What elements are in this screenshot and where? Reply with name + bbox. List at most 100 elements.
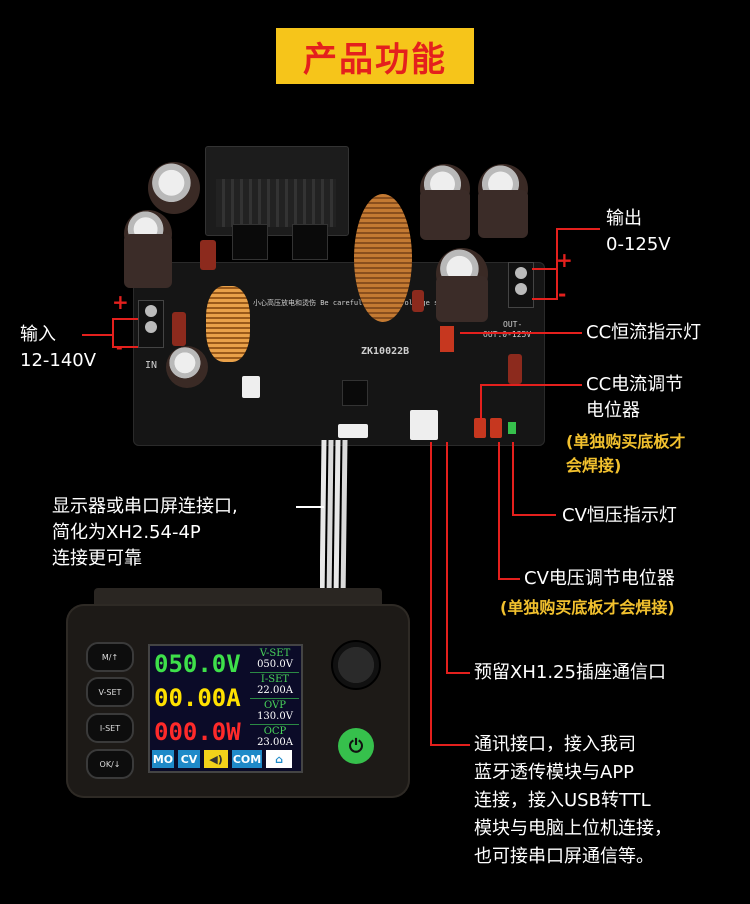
- cc-note-2: 会焊接): [566, 456, 622, 475]
- input-range: 12-140V: [20, 350, 97, 371]
- input-plus-mark: +: [112, 290, 129, 314]
- ovp-block: OVP 130.0V: [252, 700, 298, 722]
- output-plus-mark: +: [556, 248, 573, 272]
- small-connector: [242, 376, 260, 398]
- callout-line: [296, 506, 324, 508]
- callout-line: [112, 318, 114, 348]
- cc-indicator-led: [440, 326, 454, 352]
- comm-label-2: 蓝牙透传模块与APP: [474, 762, 635, 783]
- cc-pot-label-2: 电位器: [586, 400, 640, 421]
- callout-line: [498, 578, 520, 580]
- ocp-value: 23.00A: [257, 737, 293, 748]
- divider: [250, 672, 299, 673]
- page-title: 产品功能: [303, 39, 447, 80]
- output-title: 输出: [606, 208, 642, 229]
- board-out-range: OUT:0-125V: [483, 330, 532, 339]
- input-terminal: [138, 300, 164, 348]
- callout-line: [430, 442, 432, 746]
- callout-line: [512, 514, 556, 516]
- lock-icon: ⌂: [266, 750, 292, 768]
- comm-label-4: 模块与电脑上位机连接，: [474, 818, 672, 839]
- ocp-label: OCP: [263, 726, 287, 737]
- callout-line: [446, 672, 470, 674]
- power-readout: 000.0W: [154, 718, 241, 746]
- xh125-connector: [410, 410, 438, 440]
- vset-value: 050.0V: [257, 659, 293, 670]
- callout-line: [460, 332, 582, 334]
- v-set-button[interactable]: V-SET: [86, 677, 134, 707]
- divider: [250, 724, 299, 725]
- ovp-value: 130.0V: [257, 711, 293, 722]
- heatsink-fins: [216, 179, 336, 227]
- callout-line: [430, 744, 470, 746]
- cc-potentiometer-pad: [474, 418, 486, 438]
- callout-line: [556, 228, 600, 230]
- input-title: 输入: [20, 324, 56, 345]
- vset-block: V-SET 050.0V: [252, 648, 298, 670]
- board-model: ZK10022B: [361, 346, 410, 357]
- capacitor-body: [124, 234, 172, 288]
- module-top-bezel: [94, 588, 382, 608]
- iset-value: 22.00A: [257, 685, 293, 696]
- m-up-button[interactable]: M/↑: [86, 642, 134, 672]
- capacitor: [166, 346, 208, 388]
- callout-line: [480, 384, 482, 420]
- mosfet: [232, 224, 268, 260]
- callout-line: [556, 228, 558, 300]
- heatsink: [205, 146, 349, 236]
- inductor-coil: [354, 194, 412, 322]
- cv-indicator-led: [508, 422, 516, 434]
- capacitor-body: [436, 276, 488, 322]
- comm-label-3: 连接，接入USB转TTL: [474, 790, 651, 811]
- capacitor-body: [478, 190, 528, 238]
- cc-led-label: CC恒流指示灯: [586, 322, 702, 343]
- mode-tag-mo: MO: [152, 750, 174, 768]
- comm-label-5: 也可接串口屏通信等。: [474, 846, 654, 867]
- callout-line: [512, 442, 514, 514]
- lcd-screen: 050.0V 00.00A 000.0W V-SET 050.0V I-SET …: [148, 644, 303, 773]
- output-terminal: [508, 262, 534, 308]
- cc-pot-label-1: CC电流调节: [586, 374, 684, 395]
- capacitor: [148, 162, 200, 214]
- title-banner: 产品功能: [276, 28, 474, 84]
- display-port-label-3: 连接更可靠: [52, 548, 142, 569]
- board-in-label: IN: [145, 360, 158, 371]
- speaker-icon: ◀): [204, 750, 228, 768]
- resistor: [412, 290, 424, 312]
- ok-down-button[interactable]: OK/↓: [86, 749, 134, 779]
- current-readout: 00.00A: [154, 684, 241, 712]
- resistor: [200, 240, 216, 270]
- brand-logo-icon: ⏻: [338, 728, 374, 764]
- callout-line: [112, 346, 138, 348]
- xh125-label: 预留XH1.25插座通信口: [474, 662, 666, 683]
- callout-line: [498, 442, 500, 578]
- ocp-block: OCP 23.00A: [252, 726, 298, 748]
- i-set-button[interactable]: I-SET: [86, 713, 134, 743]
- ribbon-cable: [320, 440, 348, 601]
- mosfet: [292, 224, 328, 260]
- vset-label: V-SET: [259, 648, 291, 659]
- cv-note: (单独购买底板才会焊接): [500, 598, 675, 617]
- callout-line: [532, 268, 558, 270]
- output-minus-mark: -: [558, 282, 567, 306]
- resistor: [172, 312, 186, 346]
- encoder-knob[interactable]: [331, 640, 381, 690]
- board-out-label: OUT-: [503, 320, 523, 329]
- callout-line: [480, 384, 582, 386]
- voltage-readout: 050.0V: [154, 650, 241, 678]
- mode-tag-cv: CV: [178, 750, 200, 768]
- cv-led-label: CV恒压指示灯: [562, 505, 677, 526]
- display-connector: [338, 424, 368, 438]
- callout-line: [82, 334, 114, 336]
- resistor: [508, 354, 522, 384]
- comm-label-1: 通讯接口，接入我司: [474, 734, 636, 755]
- display-port-label-2: 简化为XH2.54-4P: [52, 522, 201, 543]
- mode-tag-com: COM: [232, 750, 262, 768]
- divider: [250, 698, 299, 699]
- callout-line: [532, 298, 558, 300]
- ovp-label: OVP: [264, 700, 286, 711]
- cv-pot-label: CV电压调节电位器: [524, 568, 675, 589]
- board-warning: 小心高压放电和烫伤 Be careful of high-voltage spa…: [253, 299, 468, 307]
- output-range: 0-125V: [606, 234, 671, 255]
- mcu-chip: [342, 380, 368, 406]
